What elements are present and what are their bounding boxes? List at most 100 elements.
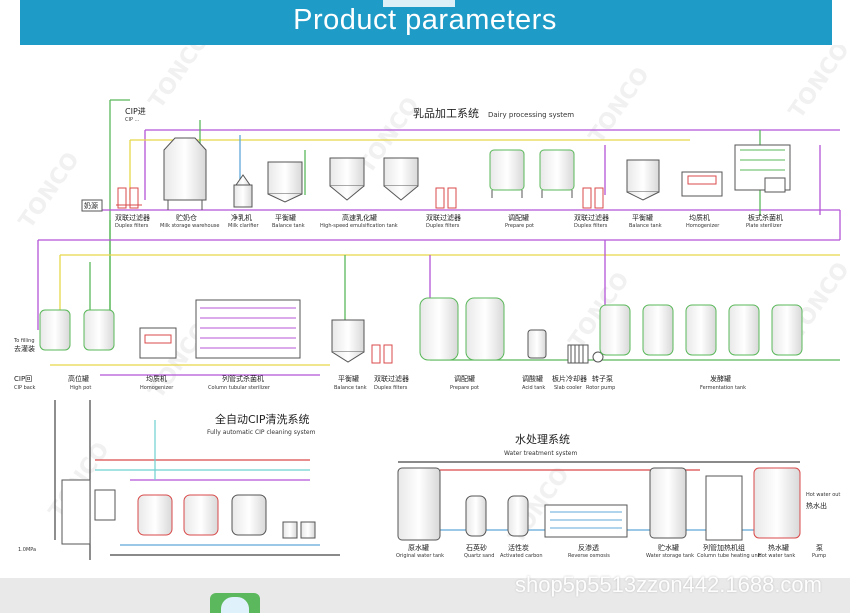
water-label-en: Reverse osmosis — [568, 553, 610, 559]
watermark-text: TONCO — [14, 148, 84, 234]
row2-label-cn: 调酸罐 — [522, 374, 543, 383]
row1-label-en: Milk storage warehouse — [160, 223, 219, 229]
high-pot-icon — [39, 309, 71, 351]
cip-tank-icon — [231, 494, 267, 536]
water-label-cn: 石英砂 — [466, 543, 487, 552]
cip-small-tank-icon — [300, 521, 316, 539]
water-label-cn: 泵 — [816, 544, 823, 552]
row2-label-en: Rotor pump — [586, 385, 615, 391]
cip-pressure-label: 1.0MPa — [18, 547, 36, 553]
row2-label-cn: 双联过滤器 — [374, 374, 409, 383]
watermark-text: TONCO — [784, 45, 850, 123]
row1-label-cn: 双联过滤器 — [115, 213, 150, 222]
row1-label-cn: 板式杀菌机 — [748, 213, 783, 222]
reverse-osmosis-icon — [544, 504, 628, 538]
header-top-decoration — [383, 0, 455, 7]
fermentation-tank-icon — [728, 304, 760, 356]
to-filling-label-cn: 去灌装 — [14, 344, 35, 353]
row2-label-cn: CIP回 — [14, 375, 32, 383]
dairy-title-en: Dairy processing system — [488, 111, 574, 119]
row1-label-cn: 平衡罐 — [275, 213, 296, 222]
row1-label-en: Duplex filters — [115, 223, 149, 229]
row1-label-en: Homogenizer — [686, 223, 720, 229]
watermark-text: TONCO — [584, 63, 654, 149]
row2-label-en: Homogenizer — [140, 385, 174, 391]
prepare-pot-icon — [489, 149, 525, 198]
row1-label-cn: 平衡罐 — [632, 213, 653, 222]
duplex-filter-icon — [435, 187, 457, 209]
page-title: Product parameters — [293, 4, 557, 36]
cip-column-icon — [61, 479, 91, 545]
row2-label-cn: 列管式杀菌机 — [222, 374, 264, 383]
fermentation-tank-icon — [599, 304, 631, 356]
row2-label-en: High pot — [70, 385, 91, 391]
row2-label-en: Duplex filters — [374, 385, 408, 391]
footer-badge-inner — [221, 597, 249, 613]
cip-equipment — [61, 479, 316, 545]
emulsification-tank-icon — [383, 157, 419, 201]
prepare-pot-icon — [539, 149, 575, 198]
process-diagram: TONCO TONCO TONCO TONCO TONCO TONCO TONC… — [13, 45, 850, 560]
duplex-filter-icon — [371, 344, 393, 364]
hot-water-out-cn: 热水出 — [806, 501, 827, 510]
header-bar — [20, 0, 832, 45]
homogenizer-icon — [139, 327, 177, 359]
row1-label-cn: 净乳机 — [231, 213, 252, 222]
balance-tank-icon — [331, 319, 365, 363]
watermark-text: TONCO — [144, 45, 214, 113]
cip-pipes — [54, 400, 340, 560]
milk-clarifier-icon — [233, 174, 253, 208]
emulsification-tank-icon — [329, 157, 365, 201]
water-label-cn: 反渗透 — [578, 543, 599, 552]
fermentation-tank-icon — [771, 304, 803, 356]
duplex-filter-icon — [116, 187, 142, 209]
high-pot-icon — [83, 309, 115, 351]
duplex-filter-icon — [582, 187, 604, 209]
row1-label-cn: 贮奶仓 — [176, 213, 197, 222]
water-label-cn: 贮水罐 — [658, 543, 679, 552]
row2-labels: To filling 去灌装 CIP回 CIP back 高位罐 High po… — [13, 338, 746, 391]
row2-label-en: Slab cooler — [554, 385, 583, 391]
water-label-en: Pump — [812, 553, 826, 559]
row1-label-cn: 调配罐 — [508, 213, 529, 222]
row2-label-en: Fermentation tank — [700, 385, 746, 391]
cip-tank-icon — [137, 494, 173, 536]
rotor-pump-icon — [592, 351, 604, 363]
row1-label-cn: 双联过滤器 — [574, 213, 609, 222]
dairy-title-cn: 乳品加工系统 — [413, 107, 479, 120]
tubular-sterilizer-icon — [195, 299, 301, 359]
water-storage-tank-icon — [649, 467, 687, 539]
water-title-en: Water treatment system — [504, 450, 577, 457]
row1-label-en: Duplex filters — [426, 223, 460, 229]
water-label-cn: 活性炭 — [508, 543, 529, 552]
footer-bar — [0, 578, 850, 613]
cip-small-tank-icon — [282, 521, 298, 539]
row1-label-en: Balance tank — [629, 223, 662, 229]
water-equipment — [397, 467, 801, 541]
water-label-cn: 原水罐 — [408, 543, 429, 552]
row1-label-en: Plate sterilizer — [746, 223, 783, 229]
row1-label-cn: 均质机 — [689, 213, 710, 222]
cip-in-label-en: CIP ... — [125, 117, 140, 123]
water-label-en: Column tube heating unit — [697, 553, 761, 559]
row1-label-en: Milk clarifier — [228, 223, 259, 229]
water-label-en: Water storage tank — [646, 553, 694, 559]
cip-title-cn: 全自动CIP清洗系统 — [215, 412, 310, 426]
balance-tank-icon — [267, 161, 303, 203]
fermentation-tank-icon — [685, 304, 717, 356]
milk-source-box — [81, 199, 103, 212]
hot-water-out-en: Hot water out — [806, 492, 840, 498]
footer-url: shop5p5513zzon442.1688.com — [514, 572, 822, 597]
row2-label-cn: 转子泵 — [592, 374, 613, 383]
water-label-en: Quartz sand — [464, 553, 494, 559]
row1-label-en: Balance tank — [272, 223, 305, 229]
water-label-en: Hot water tank — [758, 553, 795, 559]
prepare-pot-icon — [419, 297, 459, 361]
row2-label-en: CIP back — [14, 385, 36, 391]
water-label-en: Original water tank — [396, 553, 444, 559]
plate-sterilizer-icon — [734, 144, 791, 193]
pipes-row1 — [100, 99, 840, 330]
row2-equipment — [39, 297, 803, 364]
milk-storage-tank-icon — [163, 137, 207, 210]
fermentation-tank-icon — [642, 304, 674, 356]
